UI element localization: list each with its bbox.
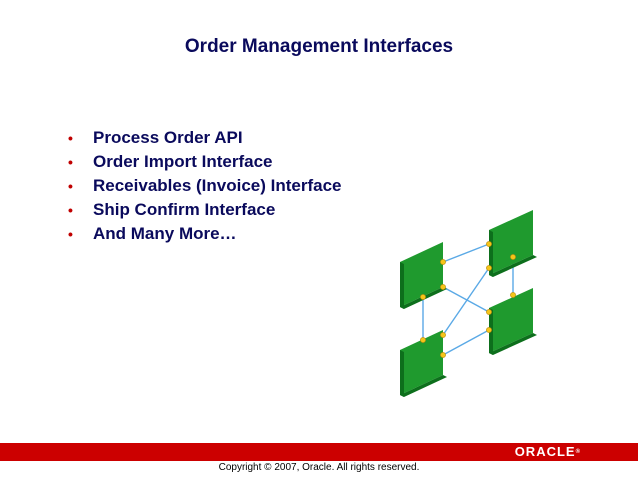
bullet-text: Process Order API	[93, 128, 243, 147]
oracle-logo-text: ORACLE	[514, 444, 576, 459]
panel-top-right	[489, 210, 537, 277]
panel-bottom-left	[400, 330, 447, 397]
connection-nodes	[420, 241, 516, 358]
oracle-logo: ORACLE®	[515, 443, 580, 461]
bullet-list: • Process Order API • Order Import Interfa…	[68, 126, 342, 246]
bullet-marker: •	[68, 154, 73, 170]
bullet-text: Ship Confirm Interface	[93, 200, 276, 219]
bullet-item: • Receivables (Invoice) Interface	[68, 174, 342, 198]
copyright-notice: Copyright © 2007, Oracle. All rights res…	[218, 462, 420, 473]
bullet-marker: •	[68, 178, 73, 194]
bullet-item: • Ship Confirm Interface	[68, 198, 342, 222]
bullet-item: • Process Order API	[68, 126, 342, 150]
bullet-marker: •	[68, 130, 73, 146]
bullet-item: • And Many More…	[68, 222, 342, 246]
bullet-marker: •	[68, 202, 73, 218]
panel-bottom-right	[489, 288, 537, 355]
bullet-item: • Order Import Interface	[68, 150, 342, 174]
bullet-marker: •	[68, 226, 73, 242]
bullet-text: Order Import Interface	[93, 152, 273, 171]
footer-bar: ORACLE®	[0, 443, 638, 461]
interface-network-diagram	[400, 210, 537, 397]
slide-title: Order Management Interfaces	[184, 36, 454, 57]
registered-mark: ®	[575, 449, 580, 455]
bullet-text: Receivables (Invoice) Interface	[93, 176, 342, 195]
bullet-text: And Many More…	[93, 224, 237, 243]
